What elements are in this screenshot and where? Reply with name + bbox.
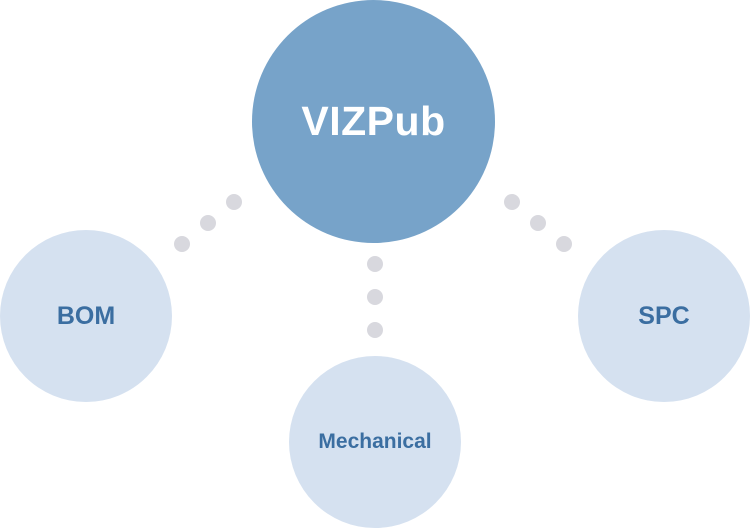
connector-dot bbox=[504, 194, 520, 210]
connector-dot bbox=[556, 236, 572, 252]
node-mechanical: Mechanical bbox=[289, 356, 461, 528]
center-node: VIZPub bbox=[252, 0, 495, 243]
connector-dot bbox=[174, 236, 190, 252]
connector-dot bbox=[367, 256, 383, 272]
connector-dot bbox=[200, 215, 216, 231]
connector-dot bbox=[530, 215, 546, 231]
connector-dot bbox=[226, 194, 242, 210]
center-node-label: VIZPub bbox=[301, 98, 446, 144]
node-mechanical-label: Mechanical bbox=[318, 430, 432, 453]
node-spc-label: SPC bbox=[638, 301, 690, 330]
node-spc: SPC bbox=[578, 230, 750, 402]
node-bom: BOM bbox=[0, 230, 172, 402]
node-bom-label: BOM bbox=[56, 301, 116, 330]
connector-dot bbox=[367, 322, 383, 338]
connector-dot bbox=[367, 289, 383, 305]
